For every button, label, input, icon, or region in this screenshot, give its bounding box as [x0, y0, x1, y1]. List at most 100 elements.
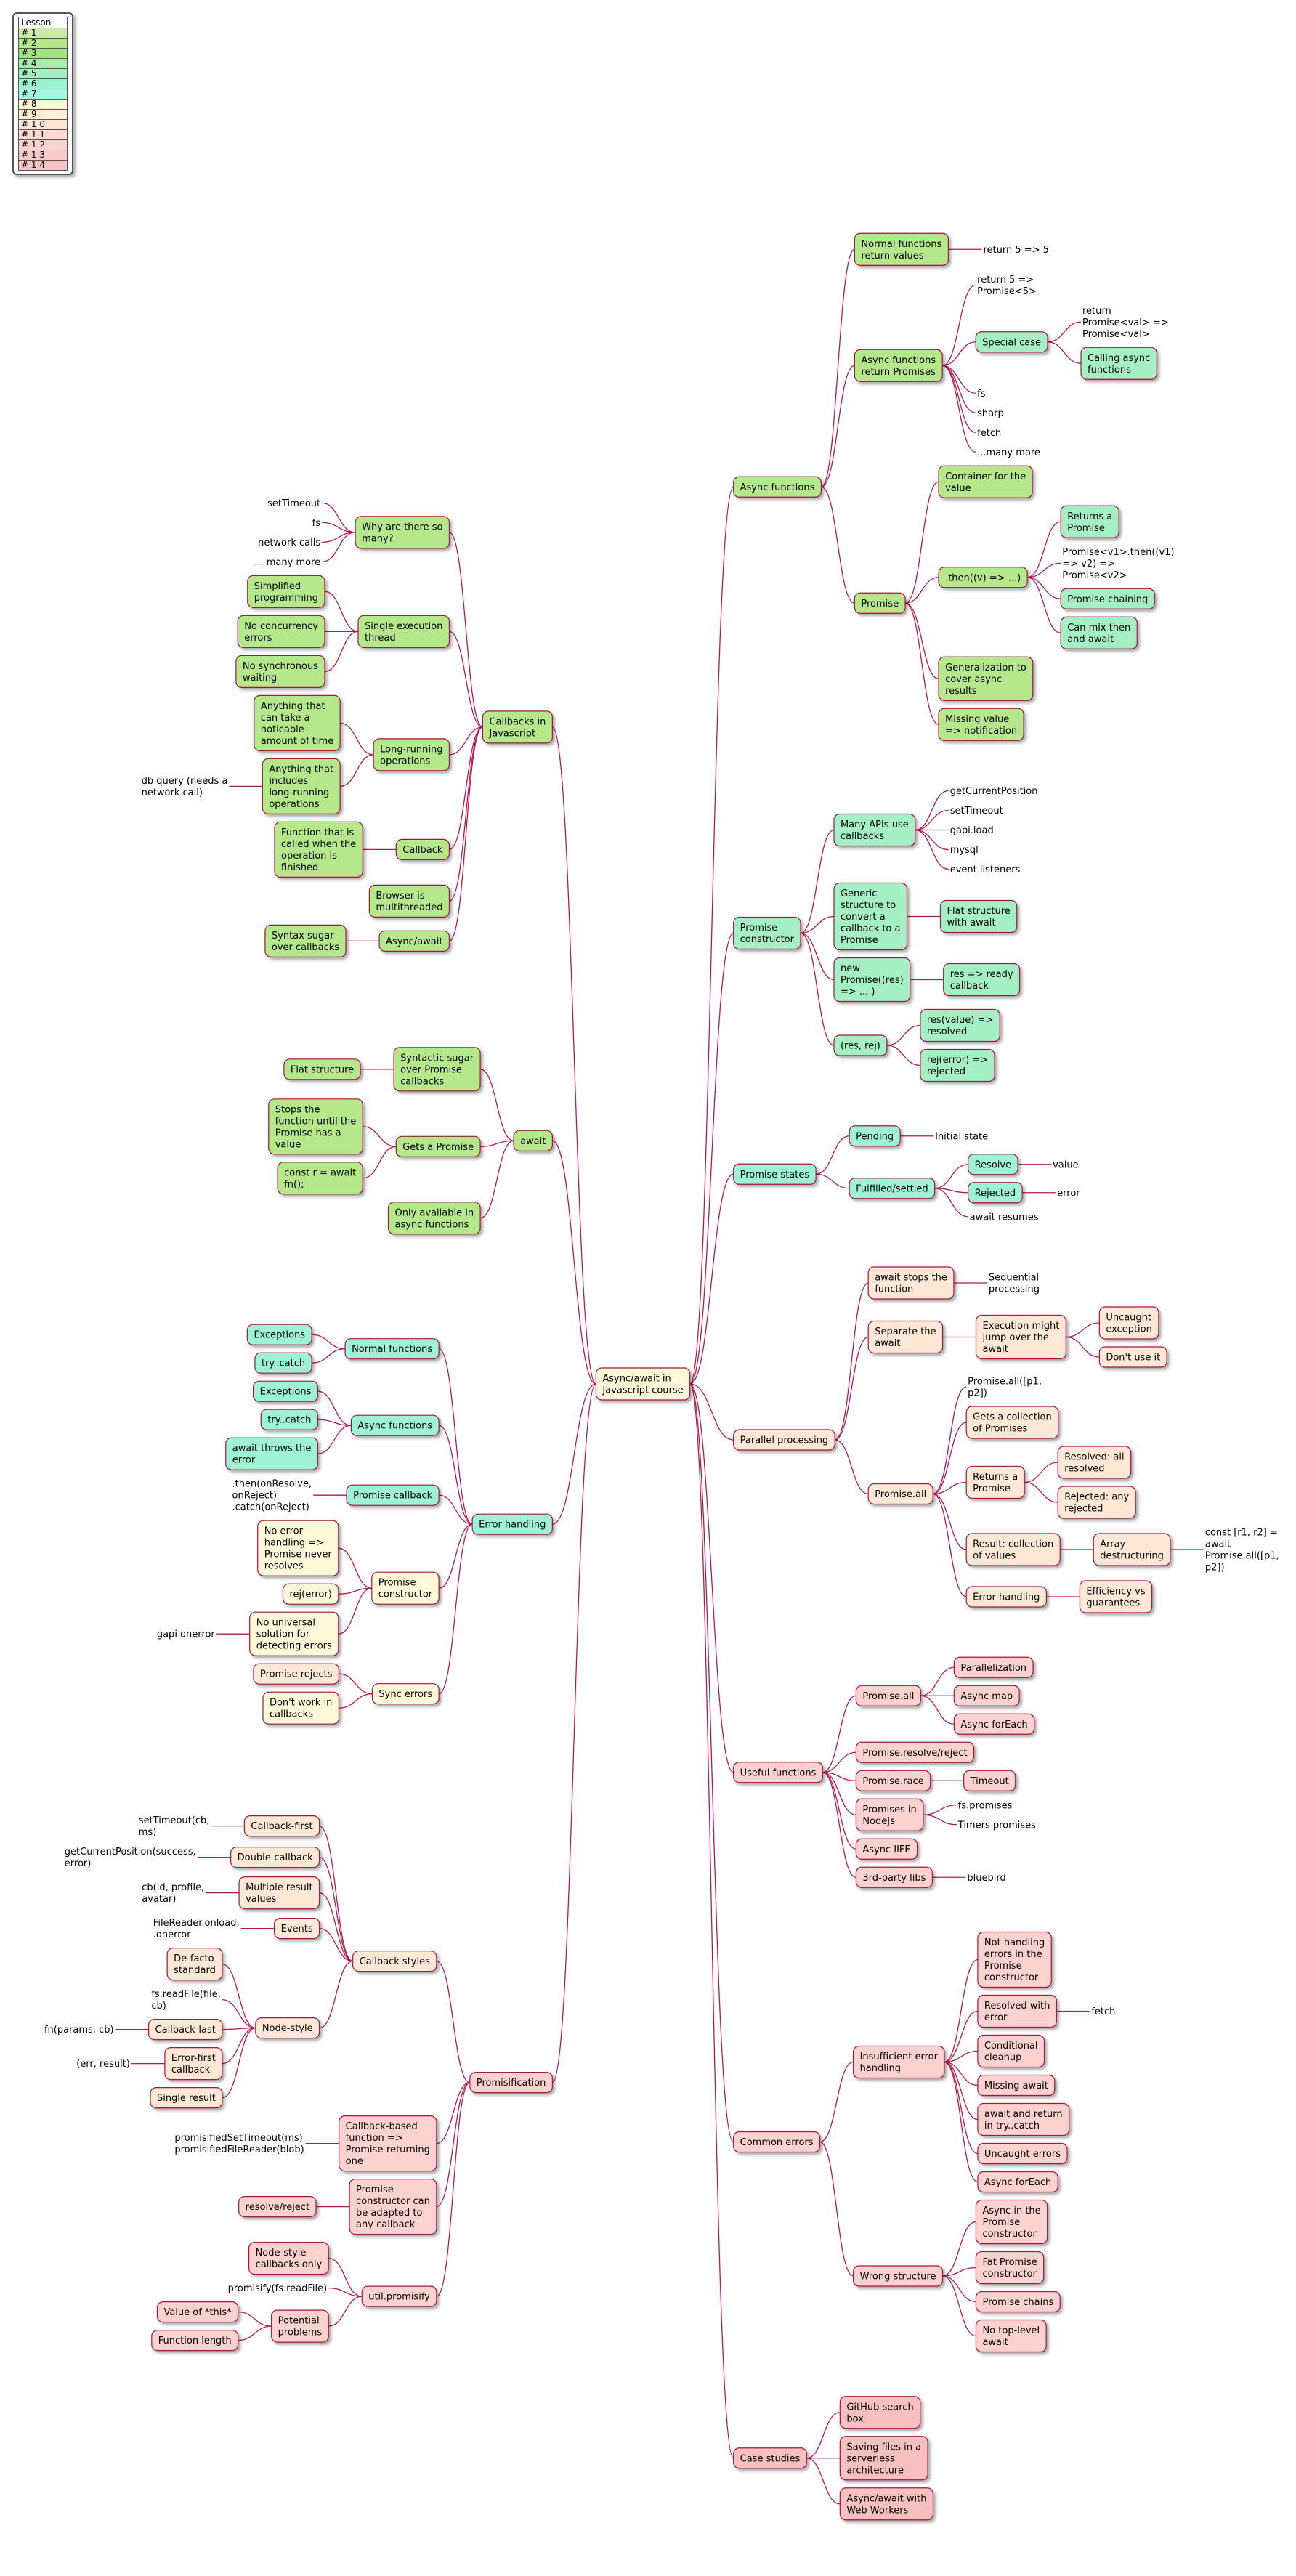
- node-label: getCurrentPosition(success,error): [65, 1847, 196, 1869]
- node-box: [975, 331, 1048, 353]
- connector-line: [923, 1805, 957, 1815]
- node-label: setTimeout: [267, 498, 320, 509]
- connector-line: [328, 2296, 363, 2327]
- connector-line: [551, 1383, 596, 2083]
- node-box: [977, 1994, 1057, 2028]
- node-label: fs: [977, 389, 986, 400]
- node-label: Events: [281, 1924, 313, 1935]
- leaf-text: (err, result): [76, 2059, 130, 2070]
- connector-line: [319, 1927, 353, 1962]
- node-label: error: [1057, 1188, 1080, 1199]
- connector-line: [934, 1188, 968, 1218]
- connector-line: [944, 2010, 979, 2063]
- node-label: Promise rejects: [260, 1669, 333, 1680]
- node-label: Exceptions: [260, 1387, 312, 1398]
- node-box: [247, 575, 325, 609]
- node-box: [264, 924, 347, 958]
- topic-node: try..catch: [254, 1352, 312, 1374]
- node-box: [977, 2171, 1058, 2193]
- node-box: [977, 1931, 1052, 1988]
- leaf-text: fetch: [1091, 2006, 1115, 2017]
- node-label: Async functions: [740, 482, 815, 493]
- node-box: [938, 465, 1033, 498]
- node-box: [733, 1762, 823, 1783]
- leaf-text: fs: [312, 518, 321, 529]
- node-box: [733, 2131, 821, 2153]
- connector-line: [816, 1173, 850, 1189]
- node-box: [469, 2072, 553, 2094]
- legend-item: # 2: [18, 39, 68, 49]
- connector-line: [1066, 1322, 1100, 1338]
- node-box: [371, 1683, 440, 1705]
- node-box: [968, 1154, 1018, 1175]
- node-label: fs: [312, 518, 321, 529]
- node-box: [371, 1571, 440, 1605]
- leaf-text: getCurrentPosition: [950, 786, 1038, 797]
- topic-node: Fulfilled/settled: [849, 1178, 936, 1199]
- connector-line: [886, 1045, 920, 1066]
- node-box: [975, 1314, 1066, 1360]
- connector-line: [942, 341, 976, 366]
- node-box: [953, 1656, 1034, 1678]
- node-box: [166, 1948, 223, 1981]
- node-label: Special case: [982, 337, 1041, 348]
- connector-line: [904, 481, 939, 604]
- topic-node: Callback: [395, 838, 450, 861]
- connector-line: [834, 1336, 869, 1441]
- node-box: [855, 1798, 924, 1831]
- node-box: [249, 1611, 339, 1656]
- legend-title: Lesson: [18, 17, 68, 28]
- node-box: [953, 1685, 1020, 1706]
- node-label: resolve/reject: [246, 2202, 309, 2213]
- node-label: Rejected: [975, 1188, 1016, 1199]
- node-box: [943, 963, 1021, 997]
- topic-node: Promise chaining: [1060, 588, 1155, 609]
- connector-line: [238, 2311, 272, 2327]
- node-box: [965, 1465, 1025, 1499]
- node-box: [855, 1741, 975, 1763]
- node-label: Async IIFE: [862, 1844, 910, 1855]
- node-box: [471, 1513, 553, 1535]
- node-box: [393, 1047, 481, 1092]
- topic-node: Async map: [953, 1685, 1020, 1706]
- branch-node: Common errors: [733, 2131, 821, 2153]
- connector-line: [328, 2257, 363, 2297]
- connector-line: [319, 1892, 353, 1962]
- leaf-text: Timers promises: [957, 1820, 1036, 1831]
- node-box: [1079, 1580, 1153, 1613]
- node-box: [839, 2436, 928, 2481]
- topic-node: Normal functions: [344, 1338, 440, 1360]
- node-label: try..catch: [262, 1358, 305, 1369]
- node-label: Promise chains: [982, 2297, 1053, 2308]
- topic-node: Promise.all: [855, 1685, 921, 1706]
- legend-item: # 1 0: [18, 120, 68, 130]
- node-box: [854, 232, 949, 266]
- node-box: [1060, 505, 1119, 538]
